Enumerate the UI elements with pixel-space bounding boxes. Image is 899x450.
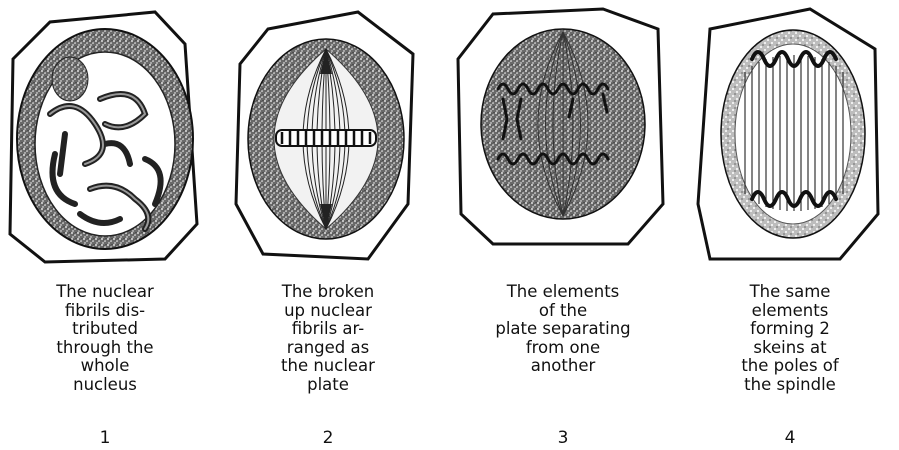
cell-drawing-4 bbox=[690, 4, 890, 269]
figure-3: The elements of the plate separating fro… bbox=[453, 0, 653, 450]
figure-1: The nuclear fibrils dis- tributed throug… bbox=[5, 0, 205, 450]
caption-2: The broken up nuclear fibrils ar- ranged… bbox=[228, 283, 428, 394]
cell-drawing-2 bbox=[228, 4, 428, 269]
figure-number-1: 1 bbox=[5, 428, 205, 448]
caption-3: The elements of the plate separating fro… bbox=[463, 283, 663, 376]
figure-4: The same elements forming 2 skeins at th… bbox=[690, 0, 890, 450]
caption-1: The nuclear fibrils dis- tributed throug… bbox=[5, 283, 205, 394]
figure-number-3: 3 bbox=[463, 428, 663, 448]
cell-drawing-1 bbox=[5, 4, 205, 269]
figure-2: The broken up nuclear fibrils ar- ranged… bbox=[228, 0, 428, 450]
cell-drawing-3 bbox=[453, 4, 673, 269]
caption-4: The same elements forming 2 skeins at th… bbox=[690, 283, 890, 394]
figure-number-4: 4 bbox=[690, 428, 890, 448]
figure-number-2: 2 bbox=[228, 428, 428, 448]
